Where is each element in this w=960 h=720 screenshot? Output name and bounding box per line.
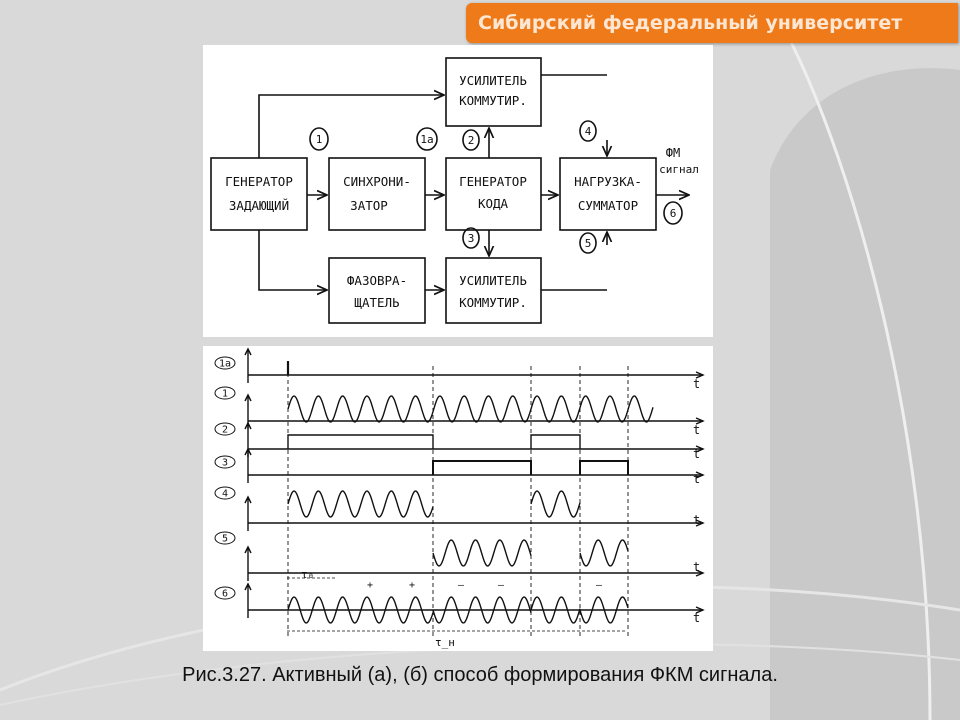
output-label-signal: сигнал <box>659 163 699 176</box>
axis-up-arrow-row-6 <box>244 545 252 554</box>
code-pulse-3a <box>432 460 532 475</box>
marker-3: 3 <box>468 232 475 245</box>
block-generator-master <box>210 157 308 231</box>
code-pulse-3b <box>579 460 629 475</box>
axis-up-arrow-row-5 <box>244 495 252 504</box>
sign-plus-1: + <box>367 580 373 591</box>
row-marker-circle-7 <box>214 586 236 600</box>
marker-1: 1 <box>316 133 323 146</box>
sinusoid-row-4b <box>530 490 581 518</box>
timing-diagram: 1а 1 2 3 4 5 6 t t t t t t t τ₀ τ_н + + – – – <box>214 347 705 649</box>
axis-arrow-row-4 <box>695 471 705 479</box>
sign-minus-3: – <box>596 580 603 591</box>
row-marker-label-3: 2 <box>222 425 228 436</box>
row-marker-label-4: 3 <box>222 458 228 469</box>
axis-up-arrow-row-4 <box>244 447 252 456</box>
block-phase-shifter-line1: ФАЗОВРА- <box>347 273 407 288</box>
block-synchronizer-line2: ЗАТОР <box>350 198 388 213</box>
axis-arrow-row-5 <box>695 519 705 527</box>
university-header: Сибирский федеральный университет <box>466 3 958 43</box>
row-marker-circle-1 <box>214 356 236 370</box>
axis-t-row5: t <box>693 560 700 574</box>
figure-caption: Рис.3.27. Активный (а), (б) способ форми… <box>182 664 778 686</box>
block-generator-master-line2: ЗАДАЮЩИЙ <box>229 198 289 213</box>
axis-up-arrow-row-2 <box>244 393 252 402</box>
sinusoid-row-5a <box>432 539 532 567</box>
code-pulse-2b <box>530 434 581 449</box>
row-marker-circle-4 <box>214 455 236 469</box>
code-pulse-2a <box>287 434 434 449</box>
sign-minus-1: – <box>458 580 465 591</box>
sinusoid-row-4a <box>287 490 434 518</box>
axis-t-row1a: t <box>693 377 700 391</box>
row-marker-circle-5 <box>214 486 236 500</box>
sign-minus-2: – <box>498 580 505 591</box>
axis-up-arrow-row-7 <box>244 582 252 591</box>
block-synchronizer-line1: СИНХРОНИ- <box>343 174 411 189</box>
axis-arrow-row-7 <box>695 606 705 614</box>
marker-5: 5 <box>585 237 592 250</box>
axis-t-row1: t <box>693 423 700 437</box>
block-amplifier-bottom-line1: УСИЛИТЕЛЬ <box>459 273 527 288</box>
timing-diagram-panel: 1а 1 2 3 4 5 6 t t t t t t t τ₀ τ_н + + – – – <box>203 346 713 651</box>
block-amplifier-top-line1: УСИЛИТЕЛЬ <box>459 73 527 88</box>
axis-t-row4: t <box>693 513 700 527</box>
block-synchronizer <box>328 157 426 231</box>
fkm-signal-part-2 <box>432 596 532 624</box>
row-marker-label-7: 6 <box>222 589 228 600</box>
sign-plus-2: + <box>409 580 415 591</box>
axis-t-row2: t <box>693 447 700 461</box>
axis-up-arrow-row-1 <box>244 347 252 356</box>
fkm-signal-part-4 <box>579 596 629 624</box>
block-diagram: ГЕНЕРАТОР ЗАДАЮЩИЙ СИНХРОНИ- ЗАТОР ГЕНЕР… <box>210 57 699 324</box>
tau0-label: τ₀ <box>301 568 314 581</box>
axis-up-arrow-row-3 <box>244 421 252 430</box>
axis-t-row6: t <box>693 611 700 625</box>
axis-arrow-row-1 <box>695 371 705 379</box>
block-amplifier-bottom-line2: КОММУТИР. <box>459 295 527 310</box>
block-code-generator-line1: ГЕНЕРАТОР <box>459 174 527 189</box>
marker-6: 6 <box>670 207 677 220</box>
row-marker-label-2: 1 <box>222 389 228 400</box>
block-amplifier-top-line2: КОММУТИР. <box>459 93 527 108</box>
block-code-generator-line2: КОДА <box>478 196 509 211</box>
marker-1a: 1а <box>420 133 433 146</box>
row-marker-label-5: 4 <box>222 489 228 500</box>
axis-arrow-row-6 <box>695 569 705 577</box>
row-marker-circle-6 <box>214 531 236 545</box>
block-code-generator <box>445 157 542 231</box>
marker-2: 2 <box>468 134 475 147</box>
sinusoid-row-5b <box>579 539 629 567</box>
block-amplifier-top <box>445 57 542 127</box>
axis-arrow-row-2 <box>695 417 705 425</box>
marker-4: 4 <box>585 125 592 138</box>
row-marker-label-1: 1а <box>219 359 231 370</box>
block-generator-master-line1: ГЕНЕРАТОР <box>225 174 293 189</box>
block-load-summator-line1: НАГРУЗКА- <box>574 174 642 189</box>
block-load-summator <box>559 157 657 231</box>
output-label-fm: ФМ <box>666 146 680 160</box>
block-diagram-panel: ГЕНЕРАТОР ЗАДАЮЩИЙ СИНХРОНИ- ЗАТОР ГЕНЕР… <box>203 45 713 337</box>
taun-label: τ_н <box>435 636 455 649</box>
sinusoid-row-1 <box>287 395 654 423</box>
fkm-signal-part-3 <box>530 596 581 624</box>
axis-t-row3: t <box>693 472 700 486</box>
block-amplifier-bottom <box>445 257 542 324</box>
block-phase-shifter-line2: ЩАТЕЛЬ <box>354 295 399 310</box>
row-marker-circle-2 <box>214 386 236 400</box>
row-marker-label-6: 5 <box>222 534 228 545</box>
block-load-summator-line2: СУММАТОР <box>578 198 638 213</box>
row-marker-circle-3 <box>214 422 236 436</box>
block-phase-shifter <box>328 257 426 324</box>
axis-arrow-row-3 <box>695 445 705 453</box>
fkm-signal-part-1 <box>287 596 434 624</box>
